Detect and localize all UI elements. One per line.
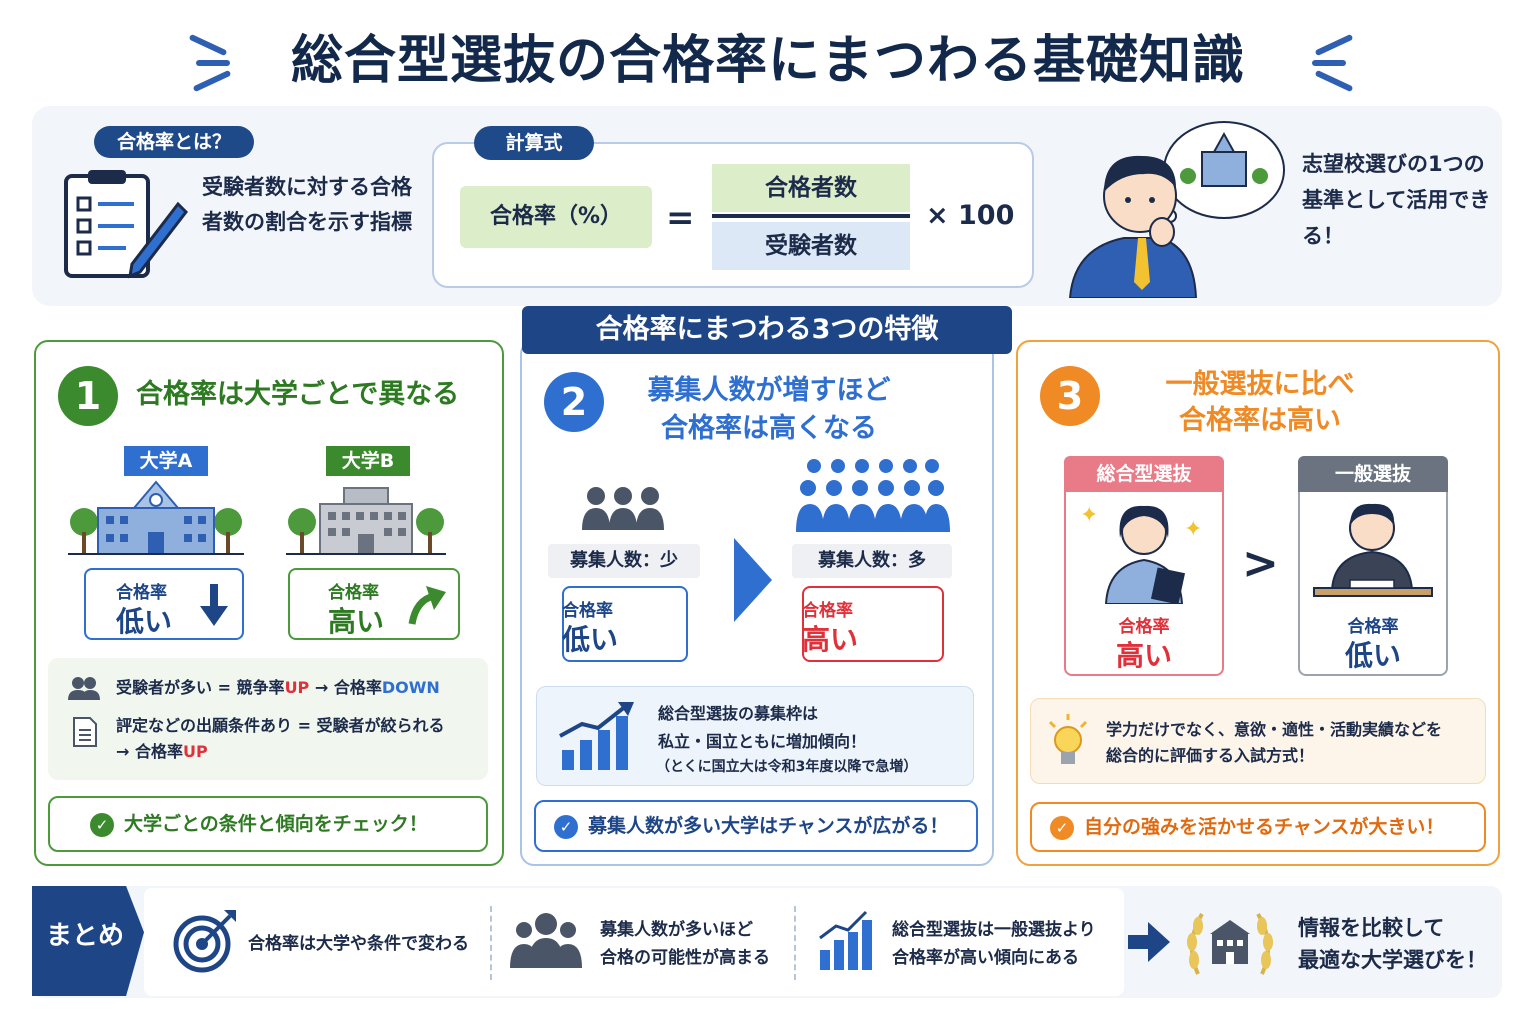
arrow-right-icon [1128, 922, 1170, 962]
arrow-up-icon [408, 586, 446, 625]
checklist-icon [64, 170, 188, 279]
feature-3-title-line2: 合格率は高い [1179, 405, 1341, 436]
formula-fraction-bar [712, 214, 910, 218]
general-rate-label: 合格率 [1347, 617, 1399, 637]
formula-equals: = [666, 198, 695, 238]
university-b-building-icon [286, 487, 446, 555]
feature-3-note-line2: 総合的に評価する入試方式！ [1106, 746, 1315, 765]
comprehensive-rate-label: 合格率 [1118, 617, 1170, 637]
general-selection-tag: 一般選抜 [1298, 456, 1448, 492]
many-rate-label: 合格率 [802, 601, 853, 621]
summary-final-message: 情報を比較して 最適な大学選びを！ [1298, 916, 1487, 972]
university-a-building-icon [68, 480, 244, 555]
feature-3-check-box: ✓自分の強みを活かせるチャンスが大きい！ [1030, 802, 1486, 852]
thinking-businessman-icon [1068, 121, 1285, 298]
general-rate-value: 低い [1344, 639, 1401, 672]
few-rate-value: 低い [562, 623, 619, 656]
formula-numerator: 合格者数 [712, 164, 910, 212]
feature-number-2: 2 [544, 372, 604, 432]
feature-1-note-2b: → 合格率UP [116, 742, 208, 761]
bar-growth-icon [819, 910, 872, 970]
summary-item-2-line2: 合格の可能性が高まる [600, 948, 770, 968]
definition-text: 受験者数に対する合格者数の割合を示す指標 [202, 175, 412, 234]
summary-divider-2 [794, 906, 796, 980]
comprehensive-rate-value: 高い [1115, 639, 1172, 672]
feature-2-note-line1: 総合型選抜の募集枠は [658, 704, 819, 723]
definition-pill: 合格率とは？ [94, 126, 254, 158]
university-b-rate-label: 合格率 [328, 583, 379, 603]
university-a-tag: 大学A [124, 446, 208, 476]
feature-number-1: 1 [58, 366, 118, 426]
features-header: 合格率にまつわる3つの特徴 [522, 306, 1012, 354]
feature-1-note-2a: 評定などの出願条件あり = 受験者が絞られる [116, 716, 445, 735]
feature-3-title-line1: 一般選抜に比べ [1165, 369, 1355, 400]
feature-2-note-line2: 私立・国立ともに増加傾向！ [658, 732, 867, 751]
male-student-studying-icon [1313, 503, 1433, 597]
summary-tag: まとめ [32, 886, 144, 996]
few-rate-label: 合格率 [562, 601, 613, 621]
feature-1-note-1: 受験者が多い = 競争率UP → 合格率DOWN [116, 678, 440, 697]
arrow-down-icon [200, 584, 228, 626]
summary-item-3-line2: 合格率が高い傾向にある [892, 948, 1079, 968]
many-rate-box [802, 586, 944, 662]
summary-inner [144, 888, 1124, 996]
university-a-rate-value: 低い [116, 605, 173, 638]
target-icon [173, 910, 236, 973]
summary-item-1: 合格率は大学や条件で変わる [248, 934, 469, 954]
formula-multiplier: × 100 [926, 200, 1015, 231]
check-icon: ✓ [554, 814, 578, 839]
check-icon: ✓ [1050, 815, 1074, 840]
feature-1-note-box [48, 658, 488, 780]
feature-2-note-line3: （とくに国立大は令和3年度以降で急増） [656, 759, 918, 775]
formula-pill: 計算式 [474, 126, 594, 160]
summary-divider-1 [490, 906, 492, 980]
svg-text:✦: ✦ [1080, 503, 1098, 528]
large-group-icon [796, 459, 950, 532]
feature-2-check-box: ✓募集人数が多い大学はチャンスが広がる！ [534, 800, 978, 852]
feature-1-title: 合格率は大学ごとで異なる [136, 379, 460, 410]
document-icon [73, 717, 97, 747]
few-recruit-label: 募集人数：少 [548, 544, 700, 578]
arrow-right-icon [734, 538, 772, 622]
university-b-rate-box [288, 568, 460, 640]
comparison-symbol: > [1242, 538, 1279, 589]
few-rate-box [562, 586, 688, 662]
university-b-rate-value: 高い [328, 605, 385, 638]
summary-item-3-line1: 総合型選抜は一般選抜より [892, 920, 1096, 940]
people-icon [68, 677, 100, 700]
feature-3-note-line1: 学力だけでなく、意欲・適性・活動実績などを [1106, 720, 1443, 739]
feature-1-check-box: ✓大学ごとの条件と傾向をチェック！ [48, 796, 488, 852]
formula-denominator: 受験者数 [712, 222, 910, 270]
many-rate-value: 高い [802, 623, 859, 656]
comprehensive-selection-tag: 総合型選抜 [1064, 456, 1224, 492]
university-a-rate-label: 合格率 [116, 583, 167, 603]
female-student-icon: ✦✦ [1080, 503, 1202, 604]
side-note: 志望校選びの1つの基準として活用できる！ [1302, 152, 1491, 248]
feature-3-note-box [1030, 698, 1486, 784]
group-icon [510, 913, 582, 968]
small-group-icon [582, 487, 664, 530]
lightbulb-icon [1048, 714, 1088, 764]
laurel-university-icon [1187, 912, 1273, 975]
formula-left: 合格率（%） [460, 186, 652, 248]
page-title: 総合型選抜の合格率にまつわる基礎知識 [290, 31, 1245, 91]
many-recruit-label: 募集人数：多 [792, 544, 952, 578]
svg-text:✦: ✦ [1184, 517, 1202, 542]
growth-chart-icon [559, 702, 634, 770]
summary-item-2-line1: 募集人数が多いほど [600, 920, 753, 940]
feature-2-title-line1: 募集人数が増すほど [647, 375, 891, 406]
check-icon: ✓ [90, 812, 114, 837]
feature-number-3: 3 [1040, 366, 1100, 426]
feature-2-title-line2: 合格率は高くなる [661, 413, 877, 444]
university-b-tag: 大学B [326, 446, 410, 476]
